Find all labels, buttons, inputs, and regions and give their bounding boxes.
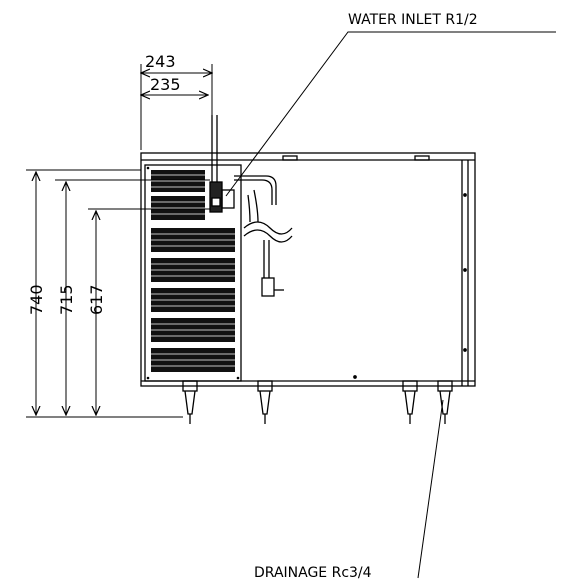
louver-panel (144, 164, 242, 382)
water-inlet-label: WATER INLET R1/2 (348, 12, 478, 28)
unit-body (140, 152, 476, 387)
dim-740: 740 (27, 284, 46, 315)
foot-3 (402, 380, 418, 424)
water-inlet-pipe (209, 115, 293, 297)
dim-715: 715 (57, 284, 76, 315)
dim-617: 617 (87, 284, 106, 315)
dim-243: 243 (145, 52, 176, 71)
caster-feet (182, 380, 453, 424)
dim-235: 235 (150, 75, 181, 94)
leader-lines (225, 31, 556, 579)
foot-2 (257, 380, 273, 424)
foot-1 (182, 380, 198, 424)
drainage-label: DRAINAGE Rc3/4 (254, 565, 372, 581)
foot-4 (437, 380, 453, 424)
dimension-lines (26, 64, 212, 418)
